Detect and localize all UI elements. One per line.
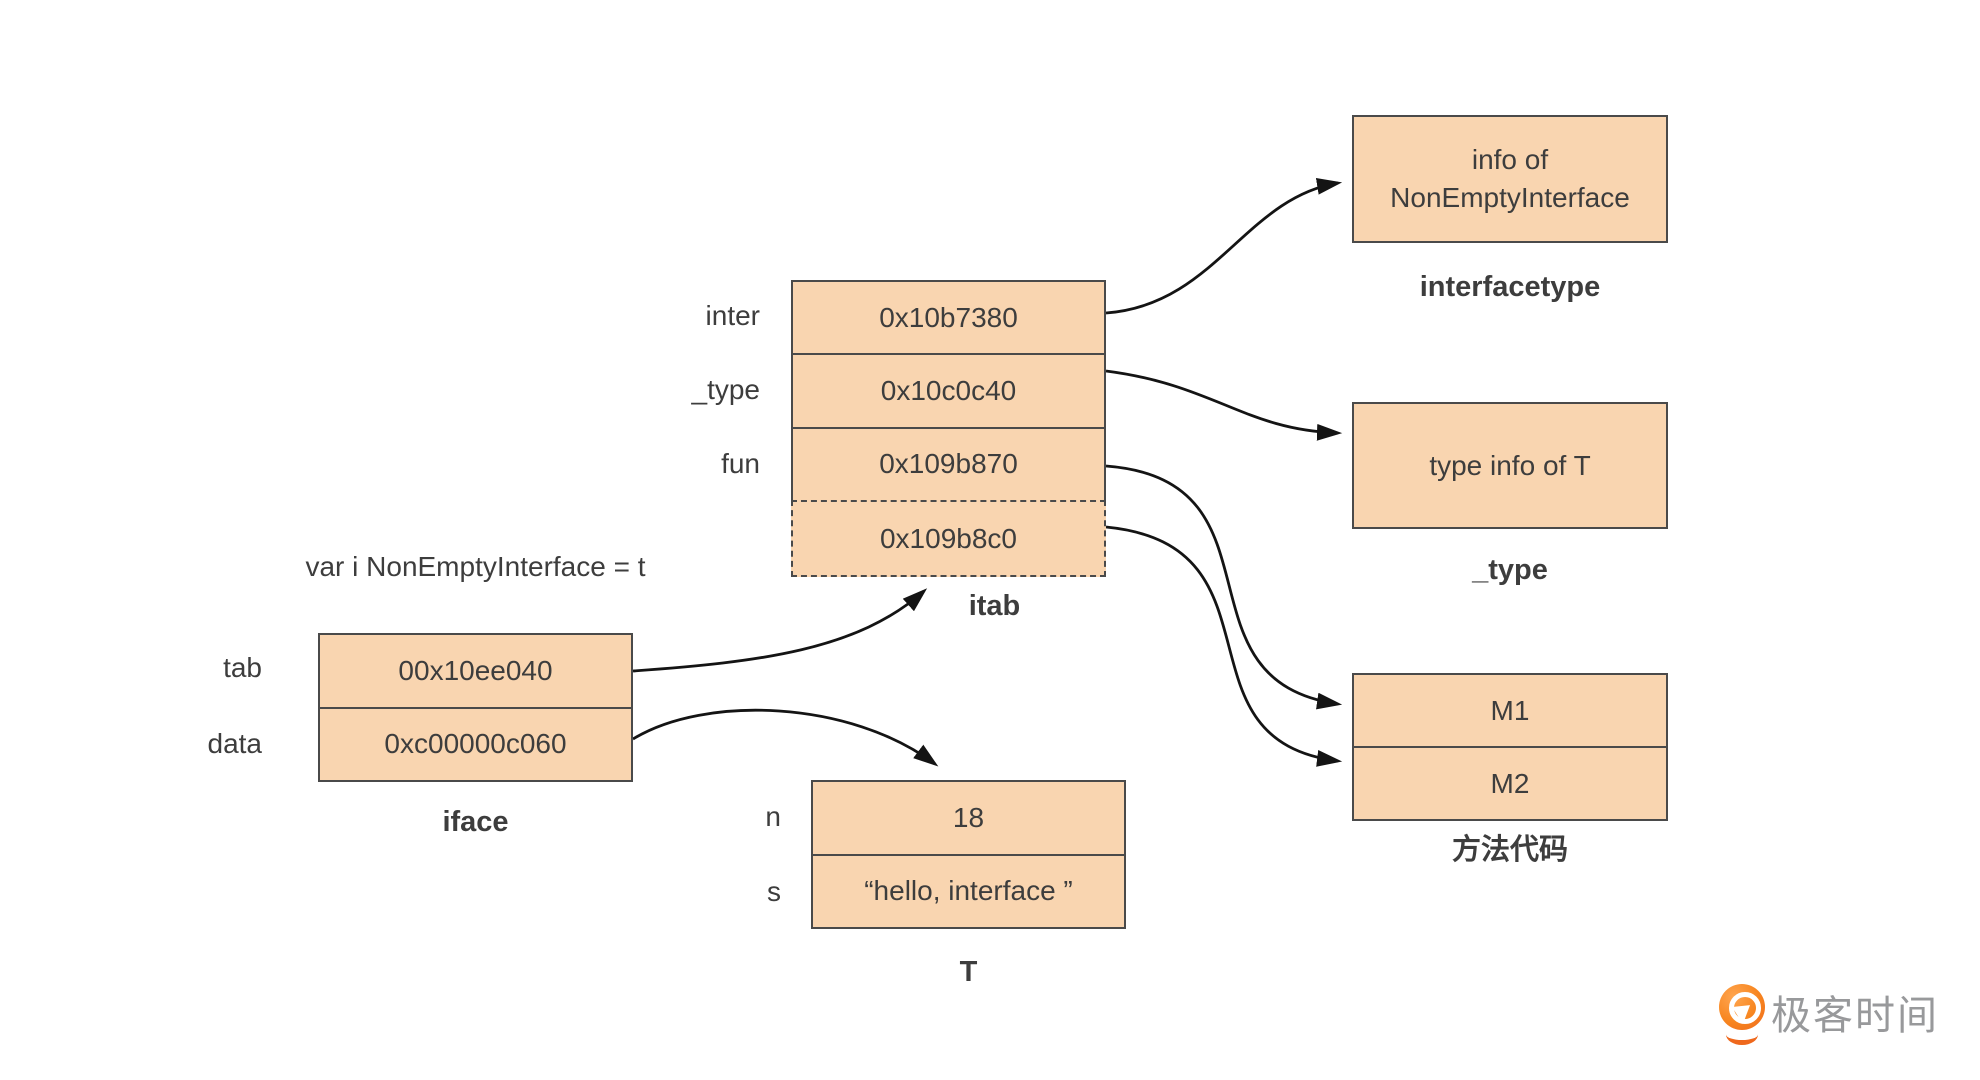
interfacetype-box-text: info of NonEmptyInterface bbox=[1354, 117, 1666, 241]
itab-caption: itab bbox=[968, 590, 1021, 622]
iface-row-tab-value: 00x10ee040 bbox=[398, 654, 553, 686]
interfacetype-line2: NonEmptyInterface bbox=[1390, 182, 1630, 213]
itab-row-fun-value: 0x109b870 bbox=[793, 426, 1104, 500]
logo-crescent-shape bbox=[1726, 1024, 1758, 1045]
iface-struct-box: 00x10ee040 0xc00000c060 bbox=[318, 633, 633, 782]
iface-row-data-value: 0xc00000c060 bbox=[320, 706, 631, 781]
iface-row-label-data: data bbox=[207, 728, 263, 759]
t-row-label-n: n bbox=[765, 801, 781, 832]
t-struct-box: 18 “hello, interface ” bbox=[811, 780, 1126, 929]
iface-row-label-tab: tab bbox=[223, 652, 262, 683]
interfacetype-caption: interfacetype bbox=[1419, 271, 1601, 303]
typeinfo-box: type info of T bbox=[1352, 402, 1668, 529]
logo-ring-shape bbox=[1729, 992, 1761, 1024]
itab-row-inter-value: 0x10b7380 bbox=[879, 301, 1018, 333]
arrow-itab-fun2-to-m2 bbox=[1105, 525, 1343, 767]
typeinfo-caption: _type bbox=[1472, 554, 1548, 586]
iface-caption: iface bbox=[442, 806, 509, 838]
geektime-logo: 极客时间 bbox=[1719, 984, 1969, 1054]
itab-dashed-row-box: 0x109b8c0 bbox=[791, 500, 1106, 577]
itab-struct-box: 0x10b7380 0x10c0c40 0x109b870 bbox=[791, 280, 1106, 500]
method-m2-cell: M2 bbox=[1354, 746, 1666, 819]
arrow-itab-inter-to-interfacetype bbox=[1105, 178, 1343, 315]
itab-dashed-row-value: 0x109b8c0 bbox=[879, 522, 1017, 554]
methods-caption: 方法代码 bbox=[1451, 834, 1568, 866]
methods-box: M1 M2 bbox=[1352, 673, 1668, 821]
typeinfo-box-text: type info of T bbox=[1429, 449, 1591, 481]
method-m1-cell: M1 bbox=[1490, 694, 1530, 726]
interfacetype-line1: info of bbox=[1471, 144, 1549, 175]
itab-row-type-value: 0x10c0c40 bbox=[793, 353, 1104, 426]
itab-row-label-fun: fun bbox=[721, 448, 760, 479]
logo-pointer-shape bbox=[1732, 1005, 1752, 1025]
itab-row-label-type: _type bbox=[691, 374, 761, 405]
interfacetype-box: info of NonEmptyInterface bbox=[1352, 115, 1668, 243]
t-row-n-value: 18 bbox=[952, 801, 985, 833]
geektime-logo-text: 极客时间 bbox=[1771, 994, 1939, 1038]
t-row-label-s: s bbox=[767, 876, 781, 907]
geektime-logo-icon bbox=[1719, 984, 1765, 1045]
t-row-s-value: “hello, interface ” bbox=[813, 853, 1124, 928]
t-caption: T bbox=[959, 956, 978, 988]
arrow-iface-data-to-t bbox=[632, 708, 939, 767]
var-declaration-text: var i NonEmptyInterface = t bbox=[305, 551, 646, 582]
arrow-itab-type-to-typeinfo bbox=[1105, 369, 1343, 441]
arrow-itab-fun-to-m1 bbox=[1105, 464, 1343, 710]
itab-row-label-inter: inter bbox=[705, 300, 760, 331]
